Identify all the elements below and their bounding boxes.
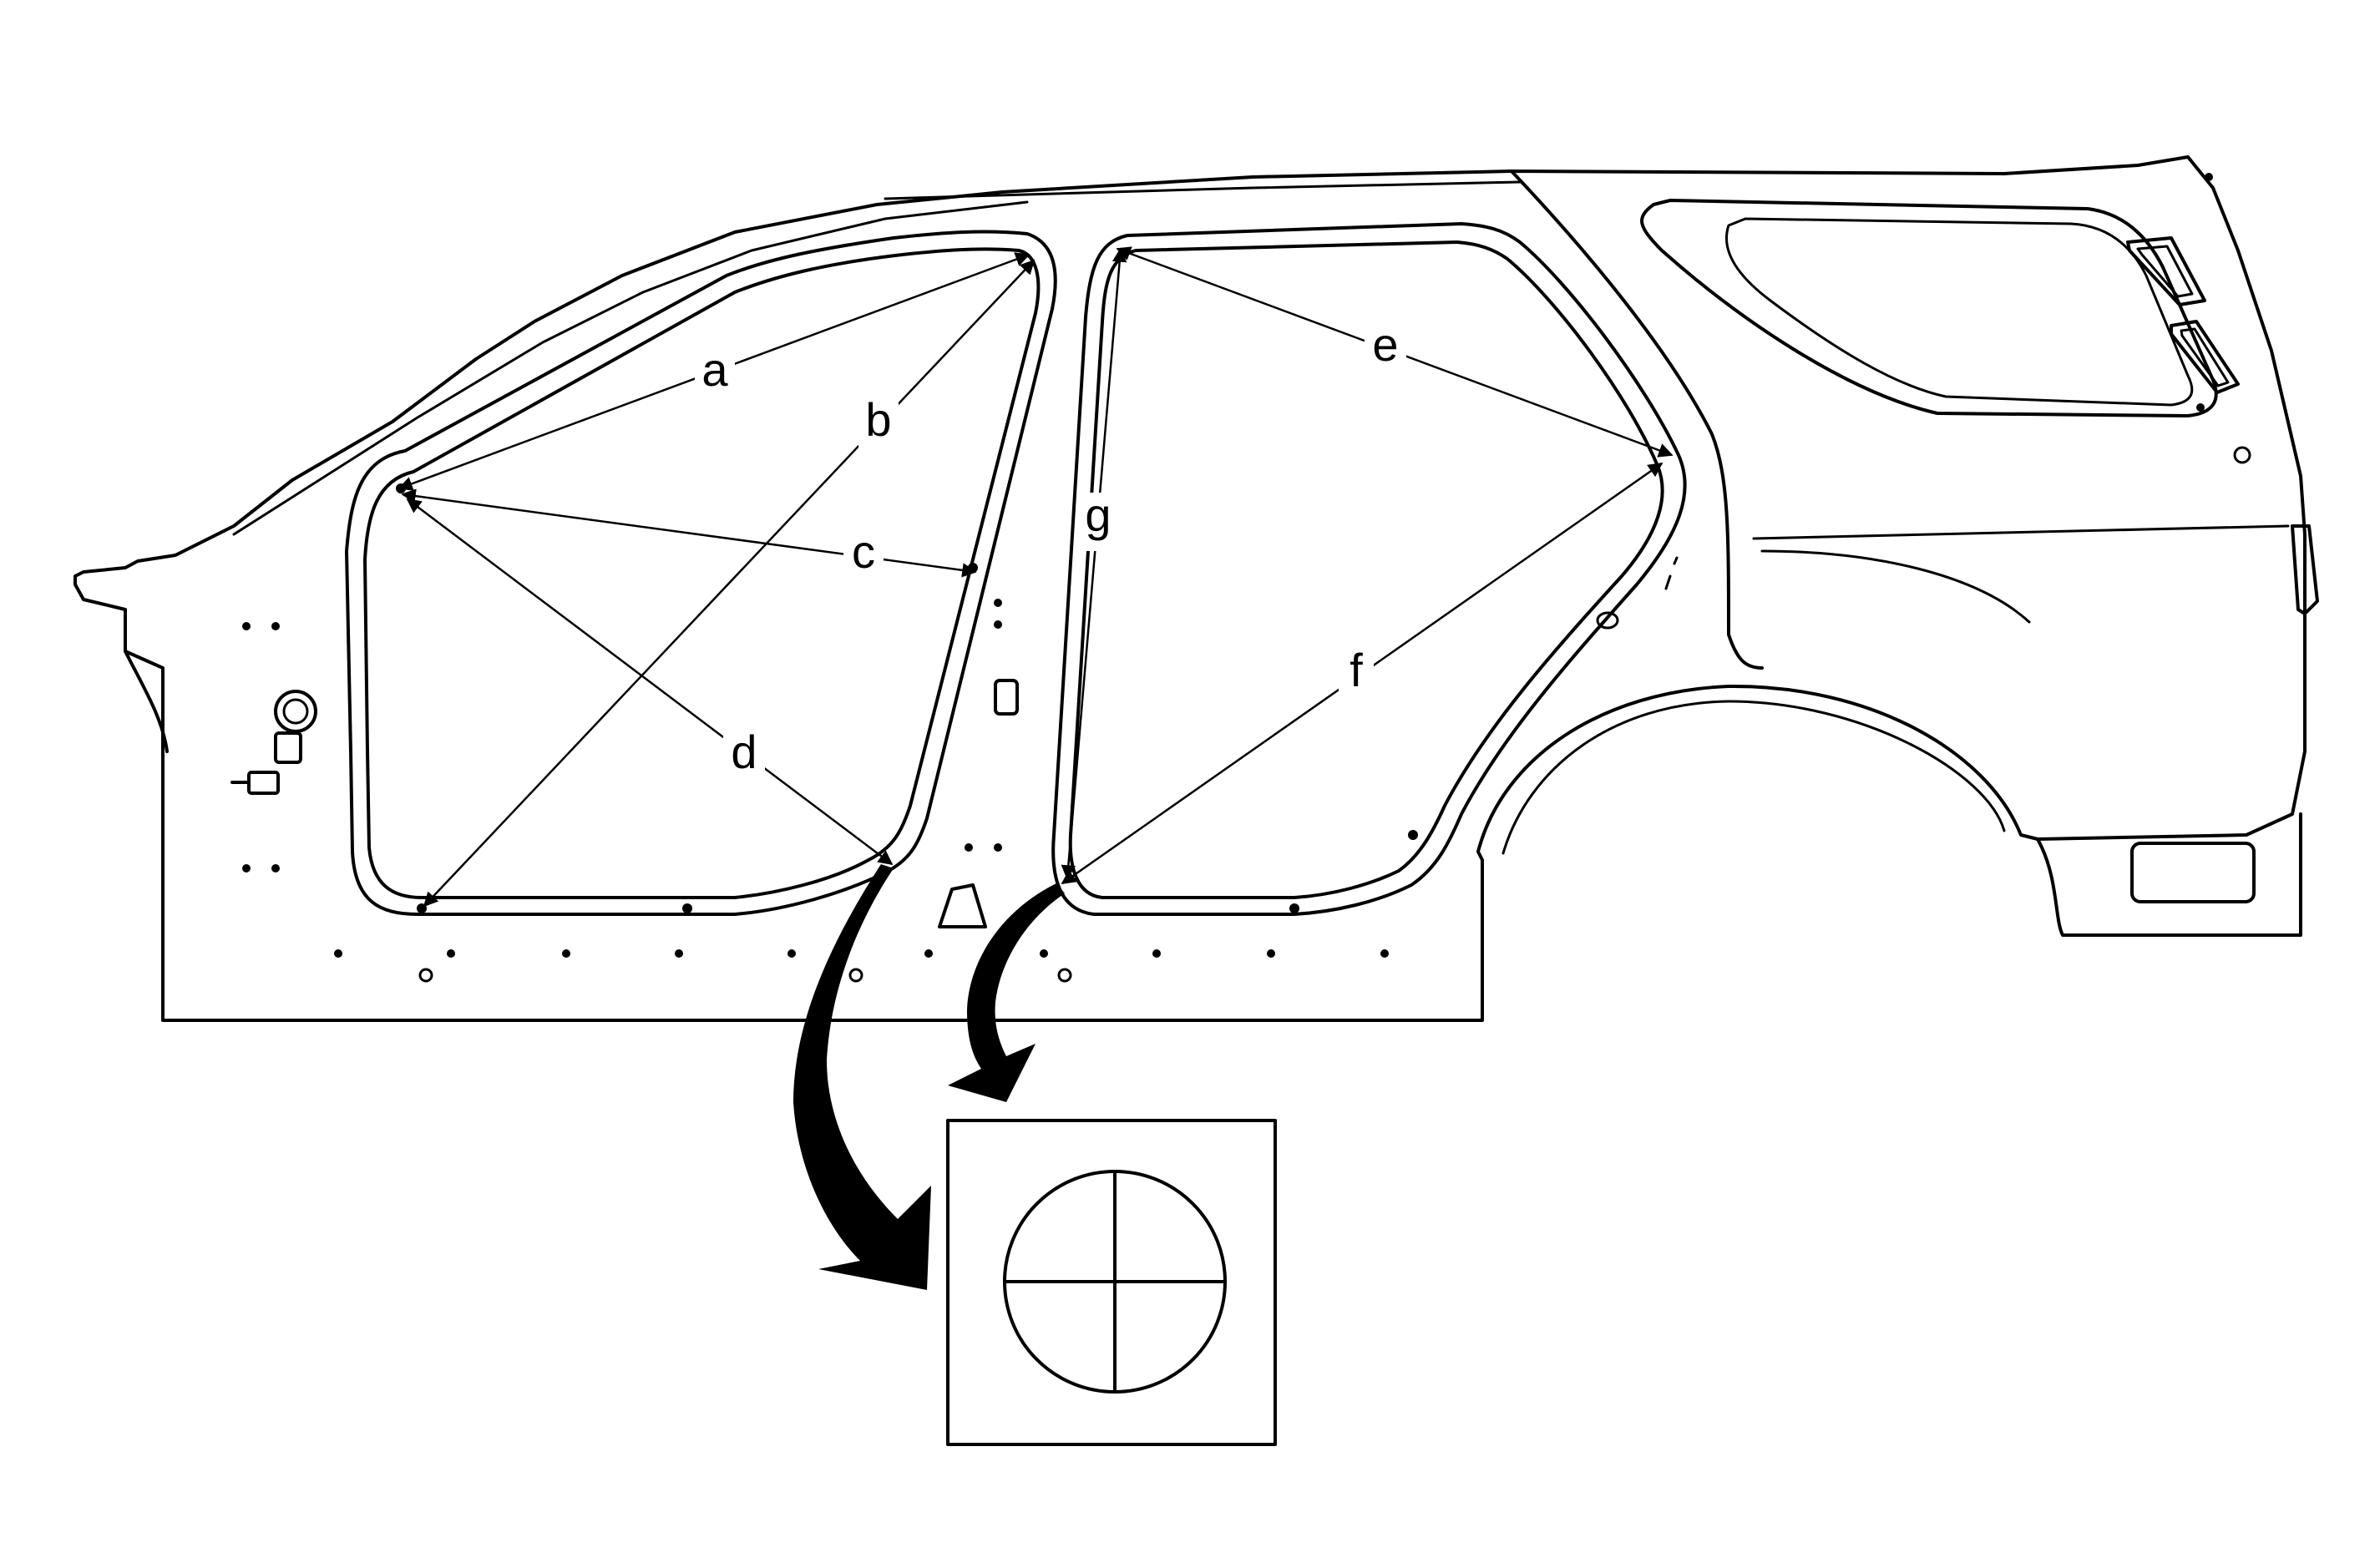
front-bracket-upper — [274, 731, 302, 764]
c-pillar-dash-2 — [1673, 556, 1679, 565]
rear-reflector — [2130, 842, 2256, 903]
rear-bracket — [2291, 524, 2319, 615]
mounting-hole — [447, 949, 455, 958]
mounting-hole — [924, 949, 933, 958]
detail-view — [946, 1119, 1277, 1446]
front-grommet-outer — [274, 690, 317, 733]
dimension-line-g — [1061, 247, 1127, 880]
mounting-hole — [242, 864, 251, 873]
b-pillar-lower-tab — [938, 883, 987, 928]
mounting-hole — [994, 843, 1002, 852]
mounting-hole-open — [418, 968, 433, 983]
callout-arrow-front — [793, 864, 931, 1290]
roof-rail-line — [232, 200, 1029, 536]
mounting-hole-open — [848, 968, 863, 983]
rear-opening-marker — [1408, 830, 1418, 840]
mounting-hole — [965, 843, 973, 852]
mounting-hole — [1152, 949, 1161, 958]
mounting-hole — [562, 949, 570, 958]
dimension-label-f: f — [1350, 644, 1363, 696]
b-pillar-slot — [994, 679, 1019, 716]
quarter-hole — [2233, 446, 2251, 464]
mounting-hole — [271, 864, 280, 873]
quarter-hole-small — [2196, 403, 2205, 412]
front-grommet-inner — [282, 698, 309, 725]
mounting-hole — [2205, 173, 2213, 181]
rear-slot-upper — [2126, 236, 2206, 306]
dimension-label-a: a — [701, 343, 728, 396]
body-side-panel — [73, 155, 2319, 1022]
mounting-hole — [1040, 949, 1048, 958]
dimension-label-e: e — [1372, 318, 1398, 371]
front-opening-marker — [682, 903, 692, 913]
dimension-line-d — [406, 498, 894, 866]
rear-slot-upper-inner — [2136, 245, 2194, 298]
front-pillar-lower-edge — [124, 650, 169, 753]
detail-callouts — [793, 864, 1065, 1290]
rear-wheel-arch — [1501, 700, 2006, 855]
mounting-hole — [334, 949, 342, 958]
dimension-label-b: b — [865, 393, 891, 446]
wheel-arch-flare-line — [1760, 549, 2031, 624]
body-side-outer-contour — [73, 155, 2307, 1022]
rear-slot-lower-inner — [2180, 327, 2230, 387]
front-door-opening-outer — [345, 230, 1057, 916]
character-line — [1752, 524, 2290, 540]
mounting-hole — [1380, 949, 1389, 958]
dimension-lines: a b c d e f g — [398, 246, 1674, 908]
callout-arrow-rear — [948, 883, 1065, 1102]
c-pillar-dash — [1664, 574, 1672, 590]
quarter-glass-frame-inner — [1724, 217, 2194, 407]
mounting-hole — [787, 949, 796, 958]
mounting-holes — [242, 173, 2213, 983]
roof-drip-line — [884, 180, 1522, 200]
dimension-label-c: c — [852, 525, 875, 578]
mounting-hole — [994, 599, 1002, 607]
rear-slot-lower — [2170, 320, 2240, 394]
detail-view-frame — [946, 1119, 1277, 1446]
rear-lower-panel — [2036, 812, 2302, 937]
c-pillar-edge — [1510, 169, 1764, 670]
front-bracket-lower — [247, 771, 280, 795]
dimension-label-g: g — [1085, 488, 1111, 541]
mounting-hole — [242, 622, 251, 630]
mounting-hole — [271, 622, 280, 630]
mounting-hole — [1267, 949, 1275, 958]
front-door-opening — [345, 230, 1057, 916]
dimension-label-d: d — [731, 726, 757, 778]
rear-opening-marker — [1289, 903, 1299, 913]
mounting-hole — [675, 949, 683, 958]
mounting-hole-open — [1057, 968, 1072, 983]
mounting-hole — [994, 620, 1002, 629]
